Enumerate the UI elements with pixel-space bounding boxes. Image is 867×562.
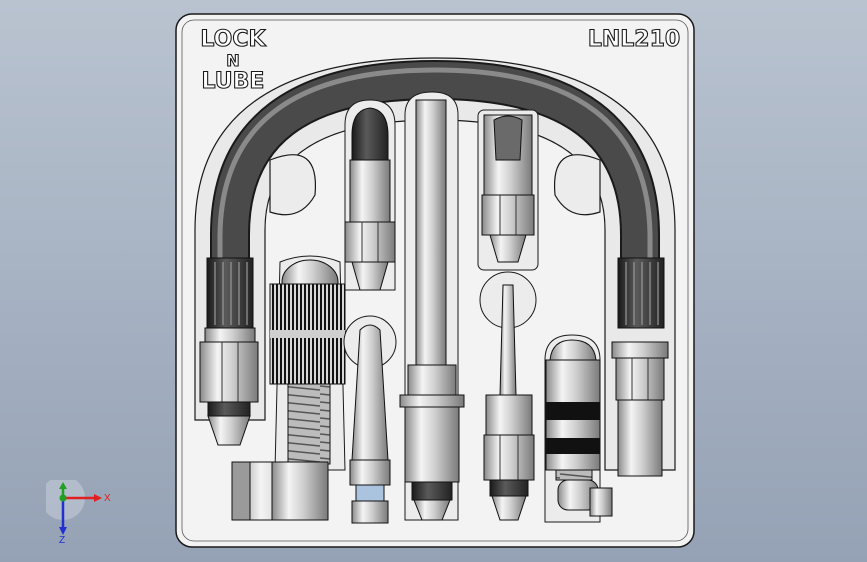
- brand-line2: N: [226, 51, 239, 70]
- center-tube[interactable]: [399, 91, 465, 521]
- swivel-coupler[interactable]: [544, 334, 613, 523]
- model-code: LNL210: [588, 27, 680, 52]
- brand-line1: LOCK: [200, 27, 266, 52]
- grease-needle-long[interactable]: [344, 99, 396, 291]
- needle-adapter[interactable]: [343, 315, 397, 524]
- coupler-locking[interactable]: [231, 255, 346, 521]
- brand-line3: LUBE: [202, 69, 265, 94]
- z-axis-label: Z: [59, 535, 65, 544]
- orientation-triad: X Z: [46, 480, 111, 544]
- grease-nozzle-tip[interactable]: [479, 271, 537, 521]
- coupler-short[interactable]: [477, 109, 539, 271]
- hose-assembly[interactable]: [199, 59, 669, 477]
- x-axis-label: X: [104, 493, 111, 504]
